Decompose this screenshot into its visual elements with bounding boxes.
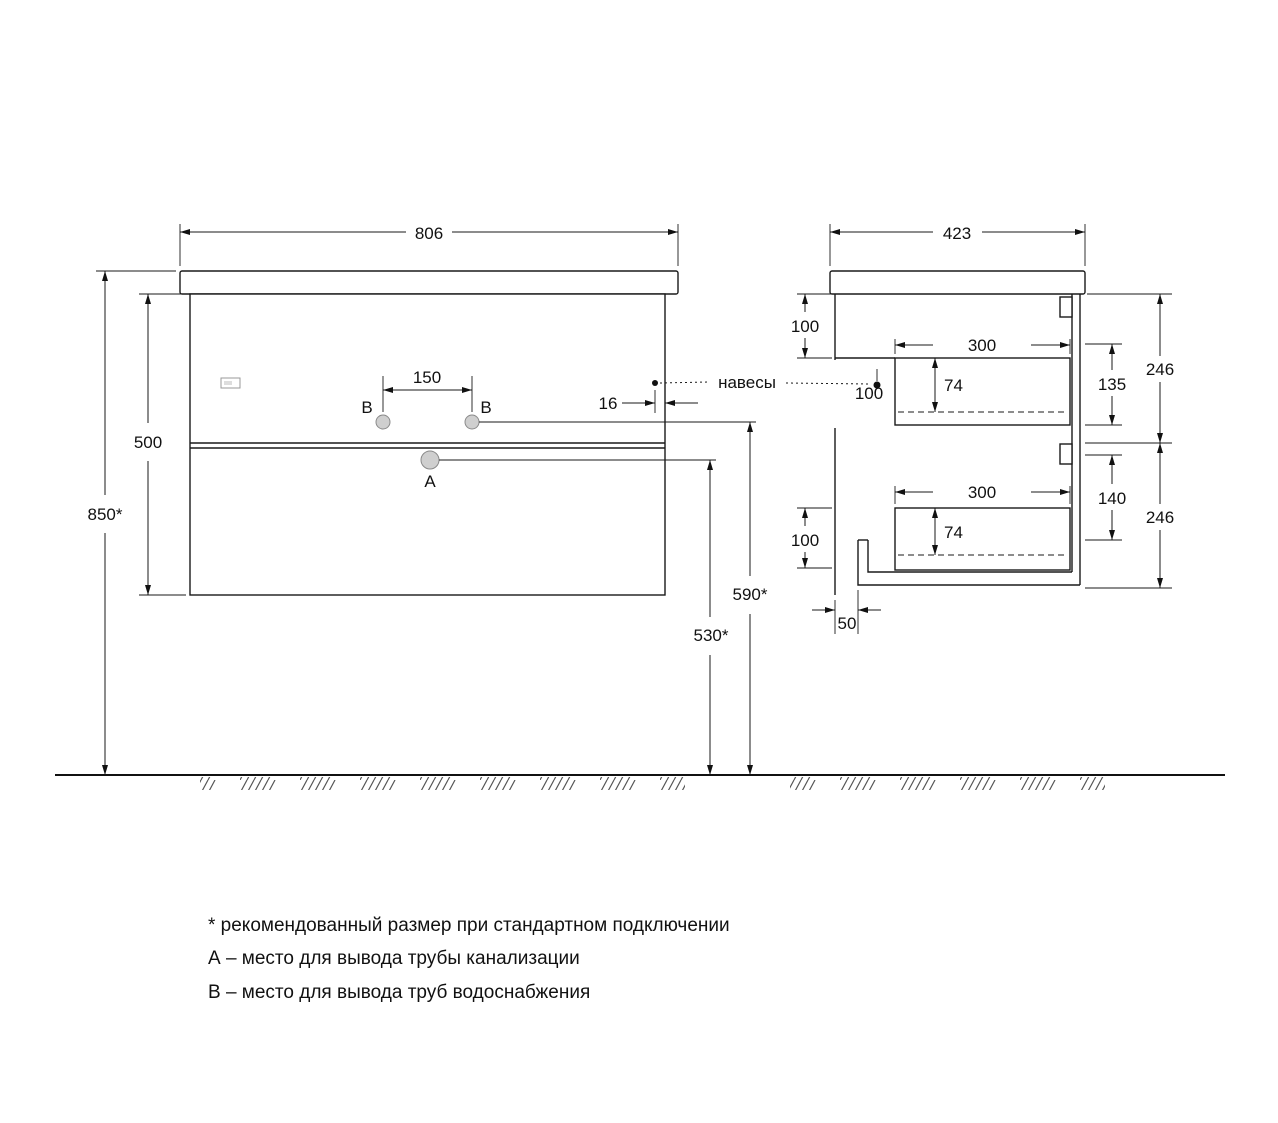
note-b: В – место для вывода труб водоснабжения (208, 982, 590, 1003)
hinges-callout-label: навесы (718, 373, 776, 392)
dim-bottom-recess-label: 50 (838, 614, 857, 633)
dim-front-width-label: 806 (415, 224, 443, 243)
dim-bottom-drawer-inner-label: 74 (944, 523, 963, 542)
dim-hinge-inset-label: 100 (855, 384, 883, 403)
dim-bottom-clearance-label: 100 (791, 531, 819, 550)
floor-hatch-left (200, 777, 685, 790)
note-asterisk: * рекомендованный размер при стандартном… (208, 915, 730, 936)
side-view: 100 423 100 100 (791, 224, 1174, 634)
dim-bottom-drawer-front-label: 140 (1098, 489, 1126, 508)
wall-bracket-bottom (1059, 443, 1073, 465)
water-outlet-b-left (375, 414, 391, 430)
label-b-right: B (480, 398, 491, 417)
label-b-left: B (361, 398, 372, 417)
label-a: A (424, 472, 436, 491)
dim-hinge-offset: 16 (599, 390, 698, 413)
dim-mount-height-label: 850* (88, 505, 123, 524)
top-drawer-box (894, 357, 1071, 426)
dim-bottom-section-label: 246 (1146, 508, 1174, 527)
dim-drain-height: 530* (694, 460, 729, 775)
dim-supply-spacing-label: 150 (413, 368, 441, 387)
drain-outlet-a (420, 450, 440, 470)
dim-bottom-drawer-depth-label: 300 (968, 483, 996, 502)
floor-hatch-right (790, 777, 1105, 790)
dim-bottom-recess: 50 (812, 590, 881, 634)
dim-depth-label: 423 (943, 224, 971, 243)
side-back-panel (1071, 294, 1081, 585)
side-countertop (829, 270, 1086, 295)
note-a: А – место для вывода трубы канализации (208, 948, 580, 969)
dim-top-drawer-front-label: 135 (1098, 375, 1126, 394)
hinge-point-side: 100 (855, 369, 883, 403)
bottom-drawer-box (894, 507, 1071, 571)
dim-top-section-label: 246 (1146, 360, 1174, 379)
hinge-dot-front (652, 380, 658, 386)
dim-hinge-offset-label: 16 (599, 394, 618, 413)
dim-supply-height: 590* (733, 422, 768, 775)
dim-top-drawer-depth-label: 300 (968, 336, 996, 355)
dim-drain-height-label: 530* (694, 626, 729, 645)
hinges-callout: навесы (659, 373, 871, 392)
dim-front-width: 806 (179, 224, 679, 266)
dim-bottom-drawer-inner: 74 (932, 508, 963, 555)
dim-supply-spacing: 150 (382, 368, 473, 412)
wall-bracket-top (1059, 296, 1073, 318)
floor (55, 774, 1225, 790)
dim-top-clearance-label: 100 (791, 317, 819, 336)
dim-depth: 423 (829, 224, 1086, 266)
dim-bottom-clearance: 100 (791, 507, 832, 569)
water-outlet-b-right (464, 414, 480, 430)
dim-top-clearance: 100 (791, 293, 832, 359)
dim-top-drawer-inner-label: 74 (944, 376, 963, 395)
dim-top-drawer-depth: 300 (894, 336, 1071, 355)
side-front-edge (834, 294, 895, 595)
dim-bottom-drawer-front: 140 (1085, 454, 1126, 541)
dim-supply-height-label: 590* (733, 585, 768, 604)
notes: * рекомендованный размер при стандартном… (208, 915, 730, 1003)
hinge-dot-side (873, 381, 881, 389)
front-drawer-divider (190, 442, 665, 449)
dim-top-drawer-front: 135 (1085, 343, 1126, 426)
logo-plate (220, 377, 241, 389)
dim-mount-height: 850* (88, 270, 176, 775)
front-countertop (179, 270, 679, 295)
dim-front-height-label: 500 (134, 433, 162, 452)
side-bottom-panel (857, 539, 1080, 586)
dim-bottom-drawer-depth: 300 (894, 483, 1071, 504)
dim-top-drawer-inner: 74 (932, 358, 963, 412)
front-cabinet-body (189, 293, 666, 596)
dim-bottom-section: 246 (1085, 443, 1174, 589)
dim-front-height: 500 (134, 293, 186, 596)
front-view: 806 850* 500 150 B B A (88, 224, 768, 775)
dim-top-section: 246 (1085, 293, 1174, 444)
